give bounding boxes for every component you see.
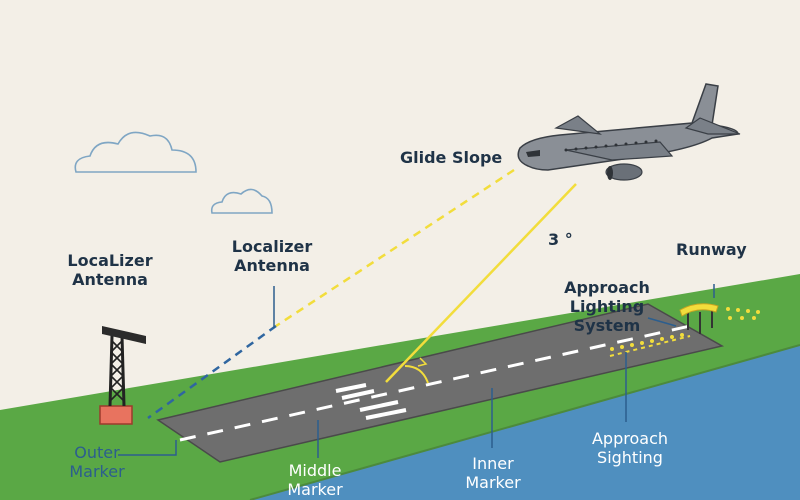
localizer-antenna-mid-label: Localizer Antenna xyxy=(231,237,313,275)
runway-label: Runway xyxy=(676,240,747,259)
cloud-icon xyxy=(210,188,273,214)
glide-slope-beam xyxy=(275,168,515,328)
runway-threshold-markings xyxy=(335,383,407,420)
runway-lights xyxy=(610,333,684,351)
angle-arc xyxy=(404,365,429,384)
glide-slope-label: Glide Slope xyxy=(400,148,503,167)
approach-lighting-system-label: Approach Lighting System xyxy=(564,278,650,335)
localizer-antenna-left-label: LocaLizer Antenna xyxy=(67,251,153,289)
outer-marker-label: Outer Marker xyxy=(69,443,125,481)
angle-label: 3 ° xyxy=(548,230,573,249)
approach-lights-row xyxy=(726,307,760,320)
approach-path-beam xyxy=(385,183,577,383)
antenna-tower-icon xyxy=(99,326,146,425)
aircraft-icon xyxy=(517,83,741,181)
cloud-icon xyxy=(74,131,197,173)
inner-marker-label: Inner Marker xyxy=(465,454,521,492)
approach-sighting-label: Approach Sighting xyxy=(591,429,668,467)
localizer-beam xyxy=(147,324,277,420)
approach-light-structure-icon xyxy=(679,303,719,334)
runway-centerline xyxy=(179,324,691,442)
middle-marker-label: Middle Marker xyxy=(287,461,343,499)
label-leader-lines xyxy=(118,284,715,458)
